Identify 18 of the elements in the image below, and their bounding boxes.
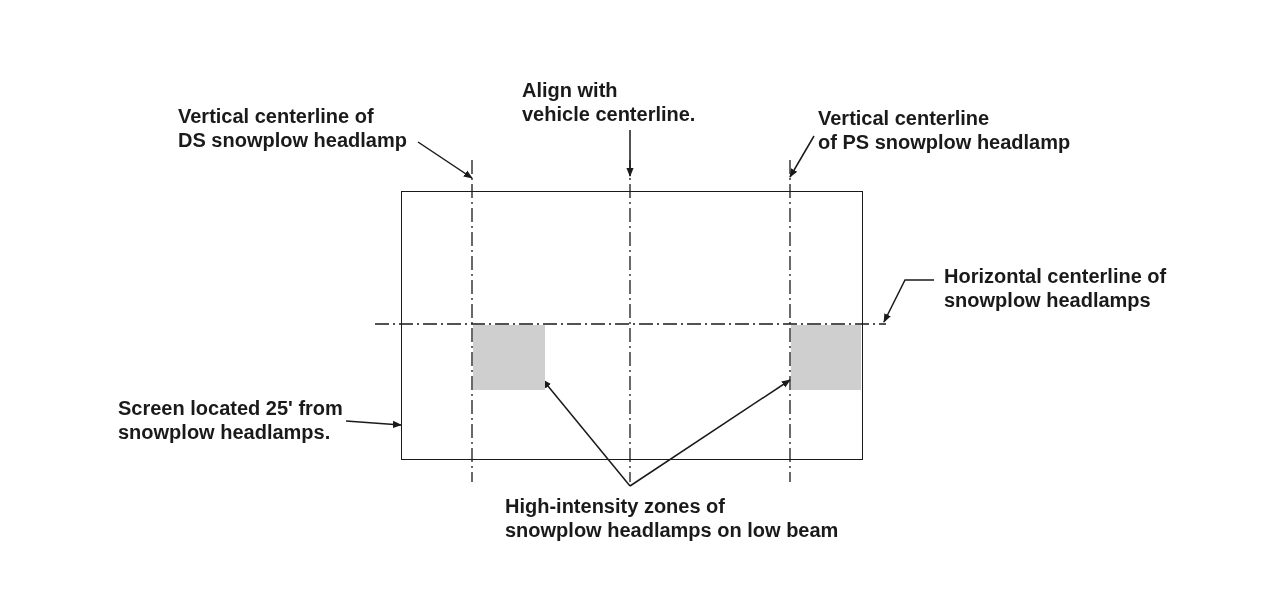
callout-label: Vertical centerline of DS snowplow headlamp [178, 104, 407, 152]
callout-label: High-intensity zones of snowplow headlamps on low beam [505, 494, 839, 542]
leader-line [417, 141, 473, 179]
callout-label: Screen located 25' from snowplow headlamps. [118, 396, 343, 444]
high-intensity-zone [791, 325, 861, 390]
high-intensity-zone [473, 325, 545, 390]
screen-outline [401, 191, 863, 460]
leader-line [789, 135, 815, 178]
centerline [374, 323, 887, 325]
centerline [789, 159, 791, 483]
callout-label: Align with vehicle centerline. [522, 78, 696, 126]
centerline [471, 159, 473, 483]
leader-line [345, 420, 402, 428]
leader-line [629, 379, 791, 487]
callout-label: Vertical centerline of PS snowplow headlamp [818, 106, 1071, 154]
leader-line [626, 129, 634, 177]
leader-line [883, 279, 935, 323]
callout-label: Horizontal centerline of snowplow headlamps [944, 264, 1167, 312]
